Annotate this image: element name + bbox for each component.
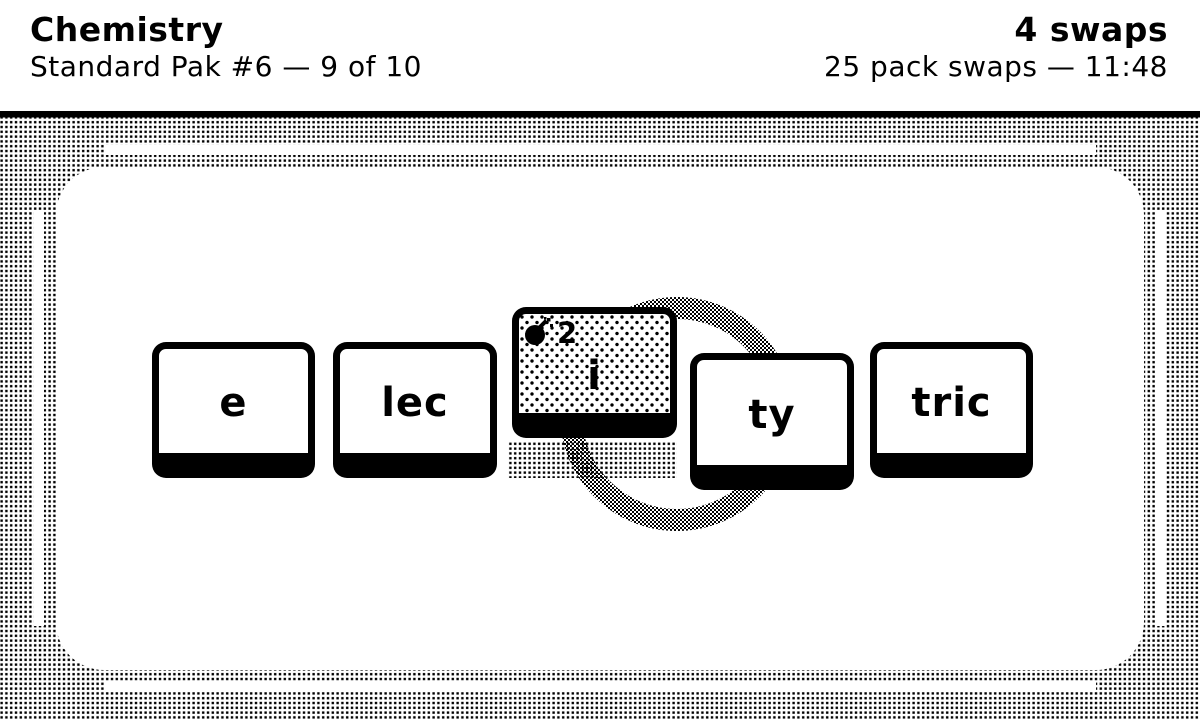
tile-label: i — [587, 352, 602, 399]
pack-stats: 25 pack swaps — 11:48 — [824, 50, 1168, 84]
tile-e[interactable]: e — [152, 342, 315, 478]
header-right: 4 swaps 25 pack swaps — 11:48 — [824, 10, 1168, 84]
tile-lec[interactable]: lec — [333, 342, 497, 478]
tile-tric[interactable]: tric — [870, 342, 1033, 478]
header-divider — [0, 111, 1200, 118]
bomb-indicator: 2 — [524, 316, 578, 350]
bomb-count: 2 — [557, 316, 578, 350]
swap-counter: 4 swaps — [1014, 10, 1168, 49]
tile-label: e — [219, 380, 248, 426]
pack-progress: Standard Pak #6 — 9 of 10 — [30, 50, 422, 84]
bomb-icon — [525, 317, 553, 345]
puzzle-title: Chemistry — [30, 10, 224, 49]
tile-i-bomb[interactable]: 2 i — [512, 307, 677, 438]
header-left: Chemistry Standard Pak #6 — 9 of 10 — [30, 10, 422, 84]
tile-label: lec — [381, 380, 449, 426]
tile-label: tric — [911, 380, 992, 426]
tile-label: ty — [748, 391, 796, 438]
tile-ty[interactable]: ty — [690, 353, 854, 490]
header: Chemistry Standard Pak #6 — 9 of 10 4 sw… — [0, 0, 1200, 111]
